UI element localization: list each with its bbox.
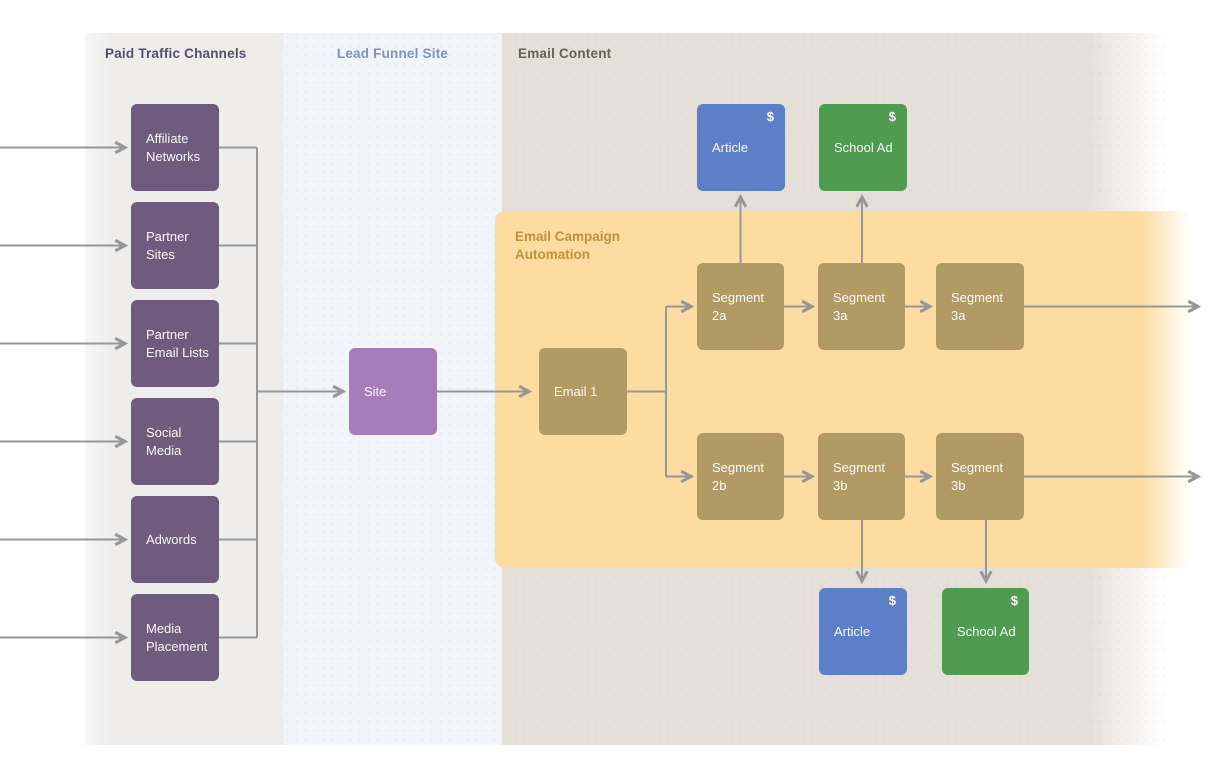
node-adwords[interactable]: Adwords bbox=[131, 496, 219, 583]
node-school-ad-top[interactable]: $ School Ad bbox=[819, 104, 907, 191]
node-label: Article bbox=[834, 623, 871, 639]
node-segment-3b-2[interactable]: Segment 3b bbox=[936, 433, 1024, 520]
node-media-placement[interactable]: Media Placement bbox=[131, 594, 219, 681]
node-label: Social Media bbox=[146, 424, 182, 458]
node-label: Segment 3b bbox=[833, 459, 886, 493]
lane-title-email-content: Email Content bbox=[518, 46, 612, 61]
node-label: Segment 3b bbox=[951, 459, 1004, 493]
node-partner-email-lists[interactable]: Partner Email Lists bbox=[131, 300, 219, 387]
node-label: Site bbox=[364, 383, 387, 399]
node-article-top[interactable]: $ Article bbox=[697, 104, 785, 191]
node-label: Adwords bbox=[146, 531, 197, 547]
node-email-1[interactable]: Email 1 bbox=[539, 348, 627, 435]
lane-title-lead-funnel: Lead Funnel Site bbox=[336, 46, 449, 61]
dollar-icon: $ bbox=[888, 109, 896, 124]
node-label: Media Placement bbox=[146, 620, 208, 654]
node-article-bottom[interactable]: $ Article bbox=[819, 588, 907, 675]
node-school-ad-bottom[interactable]: $ School Ad bbox=[942, 588, 1029, 675]
node-segment-3b-1[interactable]: Segment 3b bbox=[818, 433, 905, 520]
node-segment-2a[interactable]: Segment 2a bbox=[697, 263, 784, 350]
lane-title-paid-traffic: Paid Traffic Channels bbox=[105, 46, 247, 61]
node-segment-2b[interactable]: Segment 2b bbox=[697, 433, 784, 520]
node-label: Affiliate Networks bbox=[146, 130, 201, 164]
node-segment-3a-2[interactable]: Segment 3a bbox=[936, 263, 1024, 350]
node-label: Segment 3a bbox=[951, 289, 1004, 323]
node-segment-3a-1[interactable]: Segment 3a bbox=[818, 263, 905, 350]
node-label: Segment 2b bbox=[712, 459, 765, 493]
node-partner-sites[interactable]: Partner Sites bbox=[131, 202, 219, 289]
node-label: Article bbox=[712, 139, 749, 155]
dollar-icon: $ bbox=[766, 109, 774, 124]
node-label: School Ad bbox=[834, 139, 893, 155]
node-label: Partner Email Lists bbox=[146, 326, 209, 360]
node-affiliate-networks[interactable]: Affiliate Networks bbox=[131, 104, 219, 191]
node-site[interactable]: Site bbox=[349, 348, 437, 435]
node-label: School Ad bbox=[957, 623, 1016, 639]
node-label: Segment 2a bbox=[712, 289, 765, 323]
dollar-icon: $ bbox=[888, 593, 896, 608]
node-social-media[interactable]: Social Media bbox=[131, 398, 219, 485]
dollar-icon: $ bbox=[1010, 593, 1018, 608]
panel-title-email-campaign-automation: Email Campaign Automation bbox=[515, 229, 621, 262]
node-label: Partner Sites bbox=[146, 228, 189, 262]
node-label: Segment 3a bbox=[833, 289, 886, 323]
node-label: Email 1 bbox=[554, 383, 598, 399]
